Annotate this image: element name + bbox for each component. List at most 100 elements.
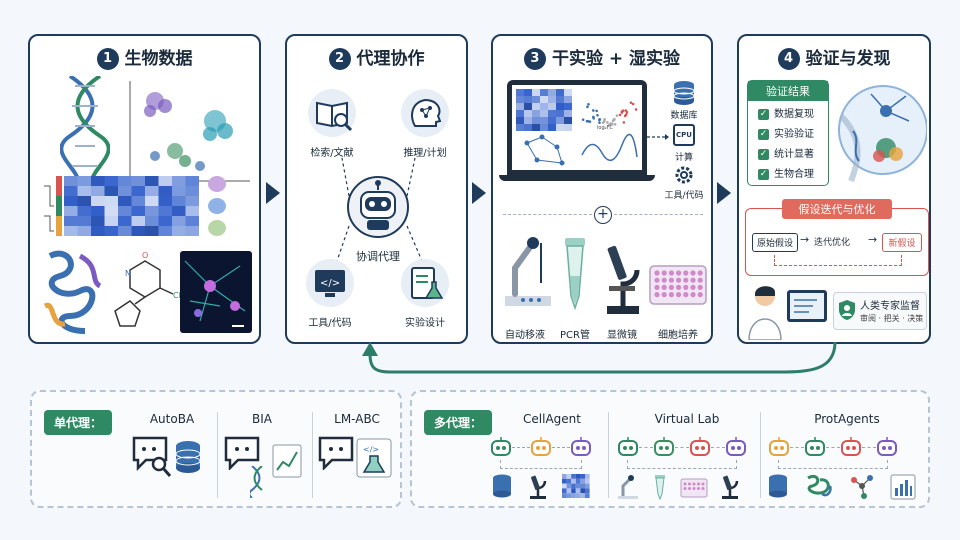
microscope-icon [722, 475, 739, 499]
volcano-point [592, 115, 595, 119]
heatmap-cell [580, 483, 585, 489]
heatmap-cell [77, 226, 91, 236]
heatmap-cell [562, 493, 567, 498]
heatmap-cell [77, 176, 91, 186]
feedback-loop [774, 255, 902, 266]
robot-agent-icon [804, 436, 826, 462]
check-item: ✓数据复现 [758, 108, 814, 120]
robot-agent-icon [570, 436, 592, 462]
heatmap-cell [145, 186, 159, 196]
cpu-chip-icon: CPU [673, 124, 695, 146]
heatmap-cell [540, 89, 548, 96]
label-liquid-handling: 自动移液 [505, 330, 545, 341]
well [697, 277, 703, 283]
heatmap-cell [131, 186, 145, 196]
agent-link [675, 447, 689, 448]
heatmap-cell [172, 226, 186, 236]
microscope-icon [530, 475, 547, 499]
well [676, 270, 682, 276]
heatmap-cell [524, 96, 532, 103]
arrow-right-icon: → [800, 233, 810, 246]
molecule-structure-icon: O Cl N [114, 251, 181, 327]
label-microscope: 显微镜 [607, 330, 637, 341]
check-item: ✓统计显著 [758, 148, 814, 160]
volcano-point [592, 109, 595, 112]
heatmap-cell [575, 478, 581, 484]
heatmap-cell [532, 96, 540, 103]
volcano-point [598, 121, 601, 124]
heatmap-cell [524, 110, 532, 117]
cell-icon [208, 176, 226, 192]
heatmap-cell [532, 110, 540, 117]
heatmap-cell [575, 493, 581, 498]
heatmap-cell [131, 226, 145, 236]
cell-discovery-illustration [838, 85, 927, 183]
volcano-point [615, 114, 619, 117]
heatmap-cell [91, 216, 105, 226]
heatmap-cell [516, 96, 524, 103]
label-tools: 工具/代码 [308, 318, 352, 329]
arrow-right-icon: → [868, 233, 878, 246]
heatmap-cell [64, 216, 78, 226]
volcano-point [634, 108, 638, 111]
well [668, 270, 674, 276]
heatmap-cell [172, 196, 186, 206]
heatmap-cell [158, 186, 172, 196]
heatmap-cell [118, 196, 132, 206]
well [683, 487, 687, 490]
heatmap-cell [564, 110, 572, 117]
expression-heatmap [44, 176, 199, 236]
heatmap-cell [540, 124, 548, 131]
heatmap-cell [585, 488, 590, 494]
dashed-connectors [336, 157, 423, 262]
agent-link [826, 447, 840, 448]
heatmap-cell [548, 124, 556, 131]
heatmap-cell [571, 474, 576, 479]
laptop-base [499, 175, 655, 181]
heatmap-cell [145, 206, 159, 216]
heatmap-cell [564, 117, 572, 124]
heatmap-cell [185, 206, 199, 216]
oversight-title: 人类专家监督 [860, 301, 920, 312]
well [661, 270, 667, 276]
check-item: ✓实验验证 [758, 128, 814, 140]
line-chart-icon [272, 444, 302, 478]
agent-name-bia: BIA [252, 412, 272, 426]
agent-name-autoba: AutoBA [149, 412, 195, 426]
cell-culture-plate-icon [649, 265, 707, 305]
heatmap-cell [77, 206, 91, 216]
well [697, 482, 700, 486]
step-number: 1 [96, 48, 119, 70]
database-icon [493, 474, 511, 498]
heatmap-cell [172, 216, 186, 226]
heatmap-cell [185, 196, 199, 206]
checkmark-icon: ✓ [758, 168, 769, 180]
heatmap-cell [556, 89, 564, 96]
chat-search-icon [132, 436, 172, 477]
feedback-loop-arrow [362, 341, 837, 374]
svg-text:N: N [125, 269, 131, 278]
well [692, 487, 696, 490]
heatmap-cell [580, 493, 585, 498]
heatmap-cell [131, 216, 145, 226]
heatmap-cell [172, 186, 186, 196]
step-number: 2 [328, 48, 351, 70]
heatmap-cell [77, 186, 91, 196]
well [654, 277, 660, 283]
heatmap-cell [64, 176, 78, 186]
heatmap-cell [118, 186, 132, 196]
volcano-point [595, 109, 598, 113]
heatmap-cell [158, 216, 172, 226]
heatmap-cell [104, 196, 118, 206]
separator [217, 412, 218, 498]
heatmap-cell [556, 96, 564, 103]
volcano-point [611, 119, 615, 122]
heatmap-cell [158, 176, 172, 186]
heatmap-cell [64, 206, 78, 216]
volcano-point [621, 109, 625, 113]
